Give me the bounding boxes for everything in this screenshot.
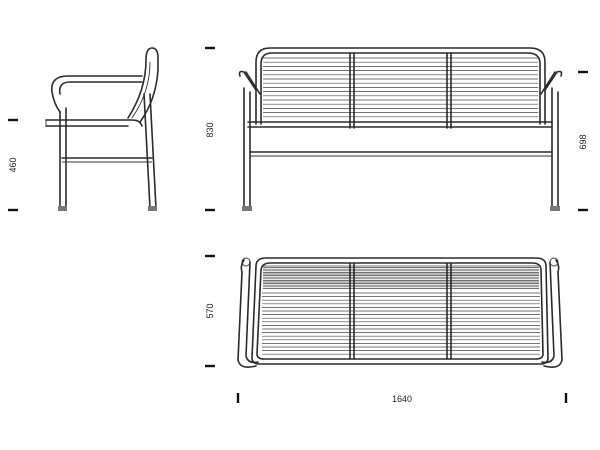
top-depth-label: 570 <box>205 303 215 318</box>
top-view: 570 1640 <box>205 254 568 404</box>
front-view: 830 698 <box>205 46 588 212</box>
front-right-dimension <box>578 70 588 212</box>
top-seat-slats <box>262 292 540 355</box>
front-total-height-label: 830 <box>205 122 215 137</box>
top-depth-dimension <box>205 254 215 368</box>
top-width-label: 1640 <box>392 394 412 404</box>
front-left-dimension <box>205 46 215 212</box>
front-arm-height-label: 698 <box>578 134 588 149</box>
side-chair-outline <box>45 47 159 211</box>
side-seat-height-label: 460 <box>8 157 18 172</box>
front-bench-outline <box>238 47 563 211</box>
side-dimension-line <box>8 118 18 212</box>
top-bench-outline <box>237 257 563 368</box>
top-backrest-slats <box>263 265 539 289</box>
top-width-dimension <box>236 393 568 403</box>
front-backrest-slats <box>263 57 538 118</box>
side-view: 460 <box>8 47 159 212</box>
